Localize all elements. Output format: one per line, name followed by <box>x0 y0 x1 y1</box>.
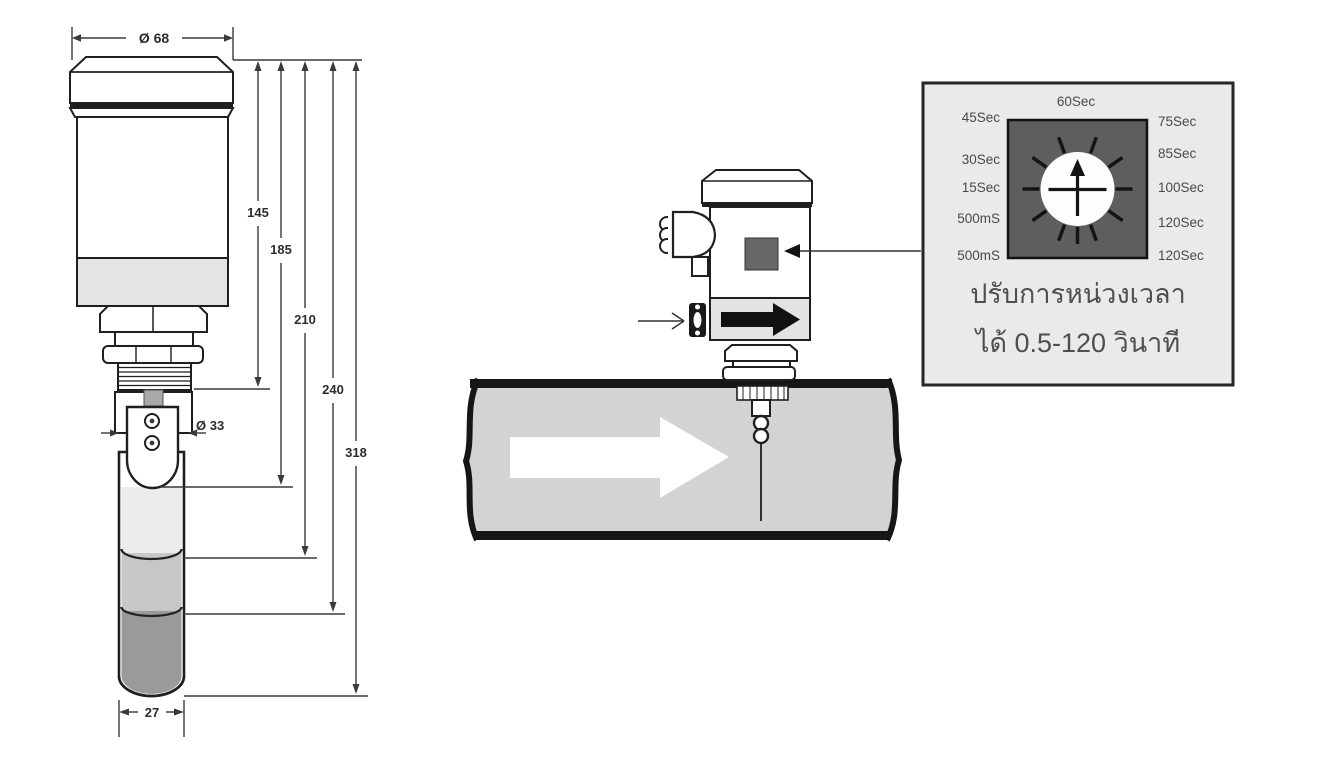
timer-adjust-window[interactable] <box>744 237 779 271</box>
callout-caption: ปรับการหน่วงเวลา ได้ 0.5-120 วินาที <box>970 279 1186 358</box>
direction-band <box>689 297 811 341</box>
dial-label-85sec: 85Sec <box>1158 146 1197 161</box>
dial-label-45sec: 45Sec <box>962 110 1001 125</box>
callout-connector-arrow <box>784 244 921 258</box>
direction-arrow <box>721 312 773 327</box>
cable-gland <box>659 210 717 277</box>
pipe-broken-edge-right <box>884 377 903 542</box>
body-band <box>76 257 229 307</box>
dim-145: 145 <box>194 61 270 390</box>
dim-27: 27 <box>118 700 185 737</box>
dim-145-label: 145 <box>247 205 269 220</box>
dim-33: Ø 33 <box>101 418 224 437</box>
pipe <box>462 377 903 542</box>
dial-label-500ms-b: 500mS <box>957 248 1000 263</box>
dim-240-label: 240 <box>322 382 344 397</box>
pipe-broken-edge-left <box>462 377 481 542</box>
probe-segment-mid <box>121 553 182 611</box>
caption-line-2: ได้ 0.5-120 วินาที <box>974 328 1180 358</box>
dim-68: Ø 68 <box>71 27 234 60</box>
dim-318-label: 318 <box>345 445 367 460</box>
installed-device <box>659 169 813 381</box>
mounting-nuts <box>99 305 208 391</box>
dial-label-120sec-a: 120Sec <box>1158 215 1204 230</box>
delay-callout-box: 60Sec 45Sec 30Sec 15Sec 500mS 500mS 75Se… <box>921 81 1235 387</box>
dim-210: 210 <box>184 61 317 559</box>
dial-label-500ms-a: 500mS <box>957 211 1000 226</box>
screw-pointer-arrow <box>638 312 685 330</box>
installation-drawing <box>462 169 921 542</box>
probe-in-pipe <box>736 385 789 521</box>
probe-segment-dark <box>121 611 182 694</box>
dial-scale-labels: 60Sec 45Sec 30Sec 15Sec 500mS 500mS 75Se… <box>957 94 1204 263</box>
paddle-bracket <box>114 389 193 490</box>
dim-318: 318 <box>184 61 368 697</box>
sensor-cap <box>68 56 235 118</box>
probe-tube <box>117 450 186 698</box>
dim-210-label: 210 <box>294 312 316 327</box>
bracket-stem <box>143 389 164 407</box>
dim-185-label: 185 <box>270 242 292 257</box>
dim-33-label: Ø 33 <box>196 418 224 433</box>
thread-lines <box>118 366 191 387</box>
dim-27-label: 27 <box>145 705 159 720</box>
dim-240: 240 <box>184 61 345 615</box>
probe-segment-light <box>121 487 182 553</box>
caption-line-1: ปรับการหน่วงเวลา <box>970 279 1186 309</box>
dimension-drawing: Ø 68 145 185 210 <box>68 27 368 737</box>
dial-label-100sec: 100Sec <box>1158 180 1204 195</box>
dial-label-120sec-b: 120Sec <box>1158 248 1204 263</box>
dim-68-label: Ø 68 <box>139 30 170 46</box>
device-cap <box>701 169 813 204</box>
sensor-body <box>76 116 229 307</box>
dim-185: 185 <box>160 61 293 488</box>
device-mounting-nuts <box>722 344 798 381</box>
dial-ticks <box>1022 136 1133 244</box>
dial-label-30sec: 30Sec <box>962 152 1001 167</box>
dial-pointer <box>1048 175 1107 216</box>
dial-label-60sec: 60Sec <box>1057 94 1096 109</box>
rotary-dial[interactable] <box>1006 118 1149 260</box>
dial-label-15sec: 15Sec <box>962 180 1001 195</box>
dial-label-75sec: 75Sec <box>1158 114 1197 129</box>
flow-arrow <box>510 417 729 498</box>
